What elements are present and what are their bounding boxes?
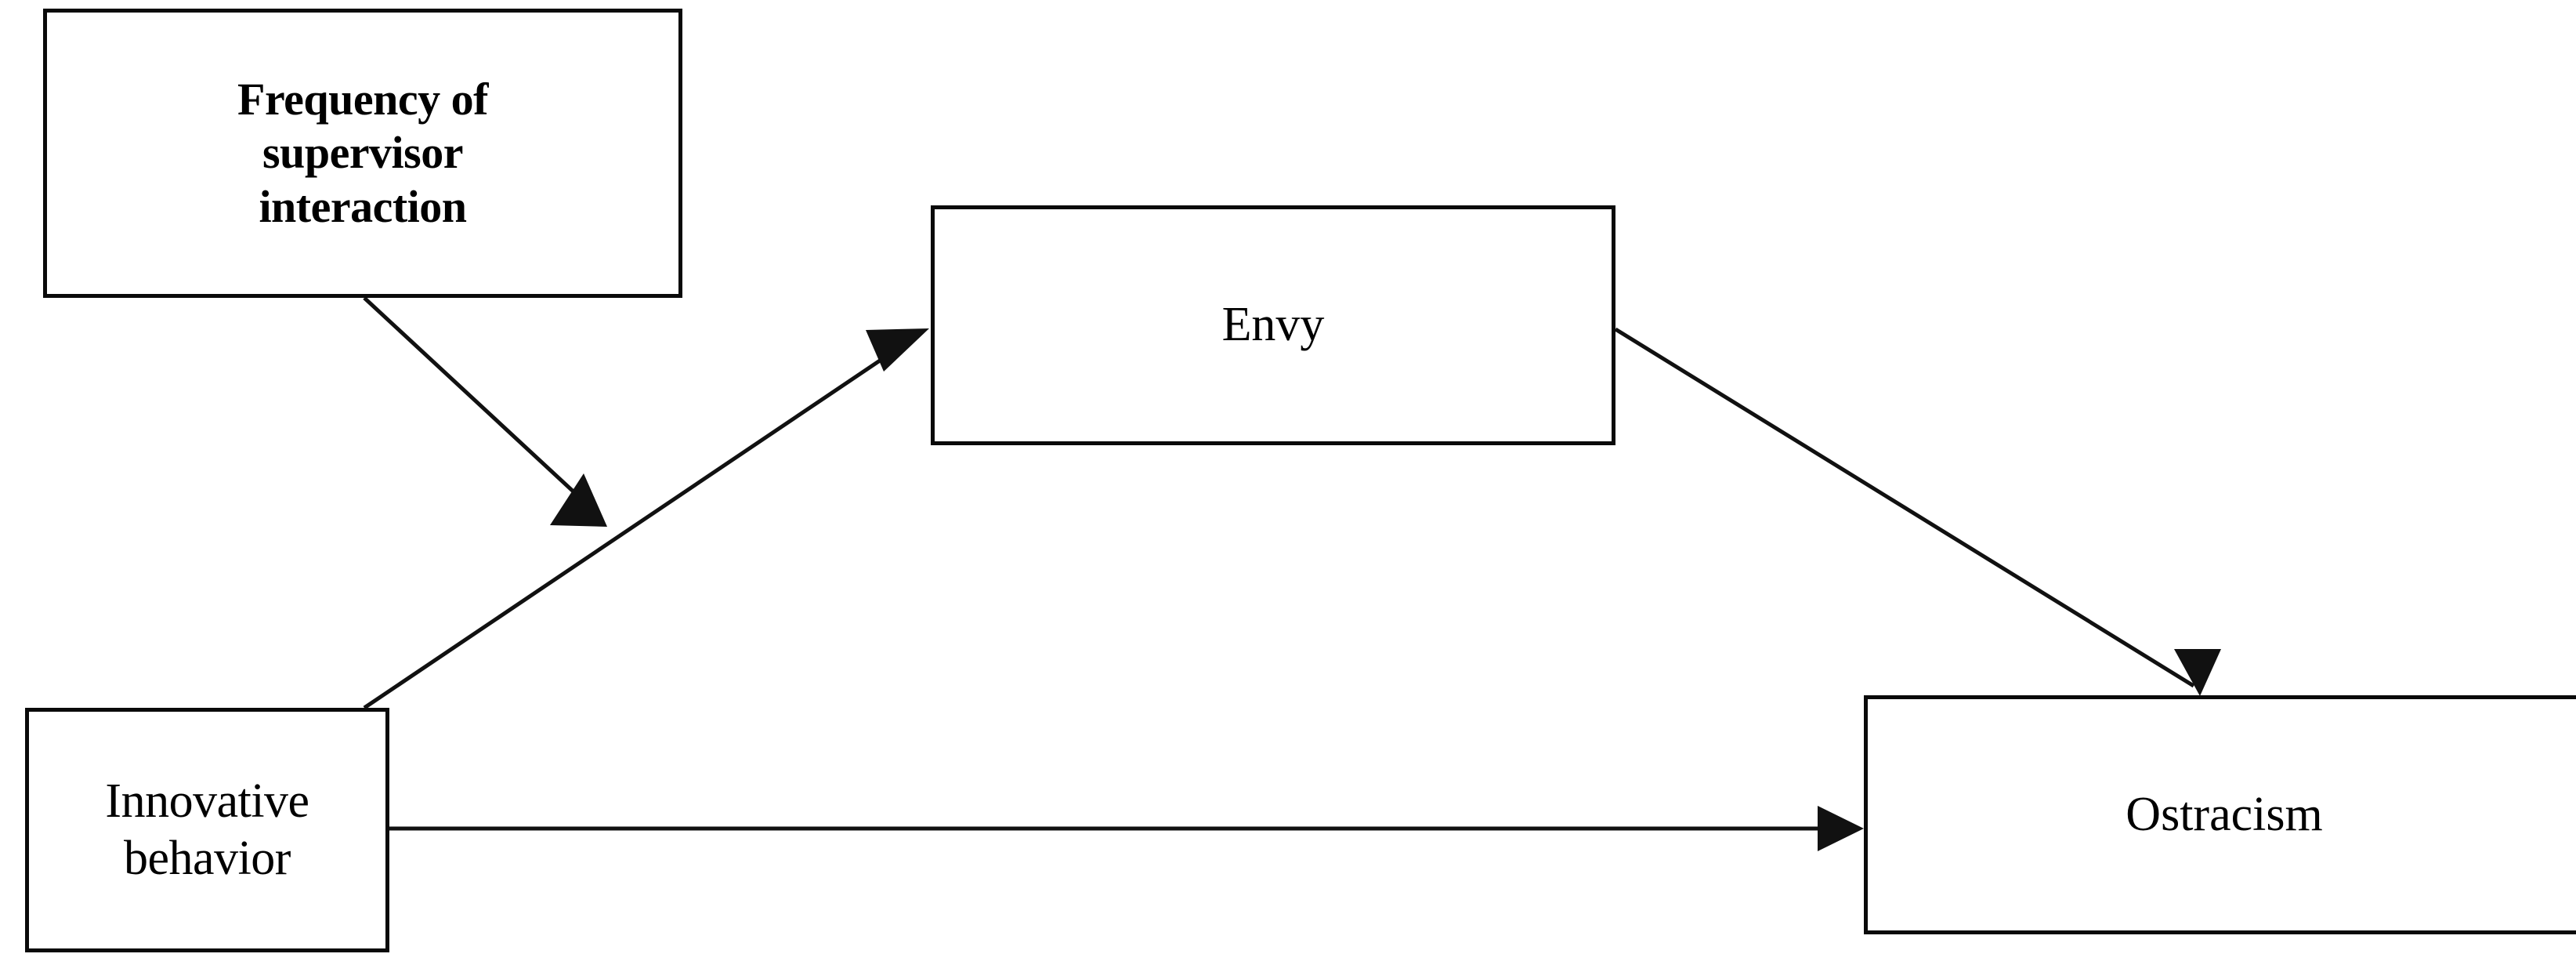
edge-frequency-moderation-line (363, 296, 599, 515)
edge-frequency-moderation (363, 296, 607, 527)
edge-innovative-to-ostracism (389, 806, 1864, 851)
edge-frequency-moderation-arrowhead (550, 473, 607, 527)
edge-innovative-to-envy (363, 328, 929, 710)
edge-envy-to-ostracism-line (1614, 327, 2195, 688)
node-innovative-behavior[interactable]: Innovative behavior (25, 708, 389, 952)
node-envy[interactable]: Envy (931, 205, 1615, 445)
node-frequency-of-supervisor-interaction[interactable]: Frequency of supervisor interaction (43, 9, 682, 298)
edge-envy-to-ostracism-arrowhead (2174, 649, 2221, 696)
edge-envy-to-ostracism (1614, 327, 2221, 696)
edge-innovative-to-envy-line (363, 331, 922, 710)
node-ostracism-label: Ostracism (2126, 787, 2323, 841)
node-envy-label: Envy (1221, 298, 1325, 352)
edge-innovative-to-ostracism-arrowhead (1818, 806, 1864, 851)
node-frequency-label: Frequency of supervisor interaction (237, 73, 488, 232)
node-innovative-behavior-label: Innovative behavior (105, 774, 309, 885)
node-ostracism[interactable]: Ostracism (1864, 695, 2576, 934)
edge-innovative-to-envy-arrowhead (866, 328, 929, 372)
